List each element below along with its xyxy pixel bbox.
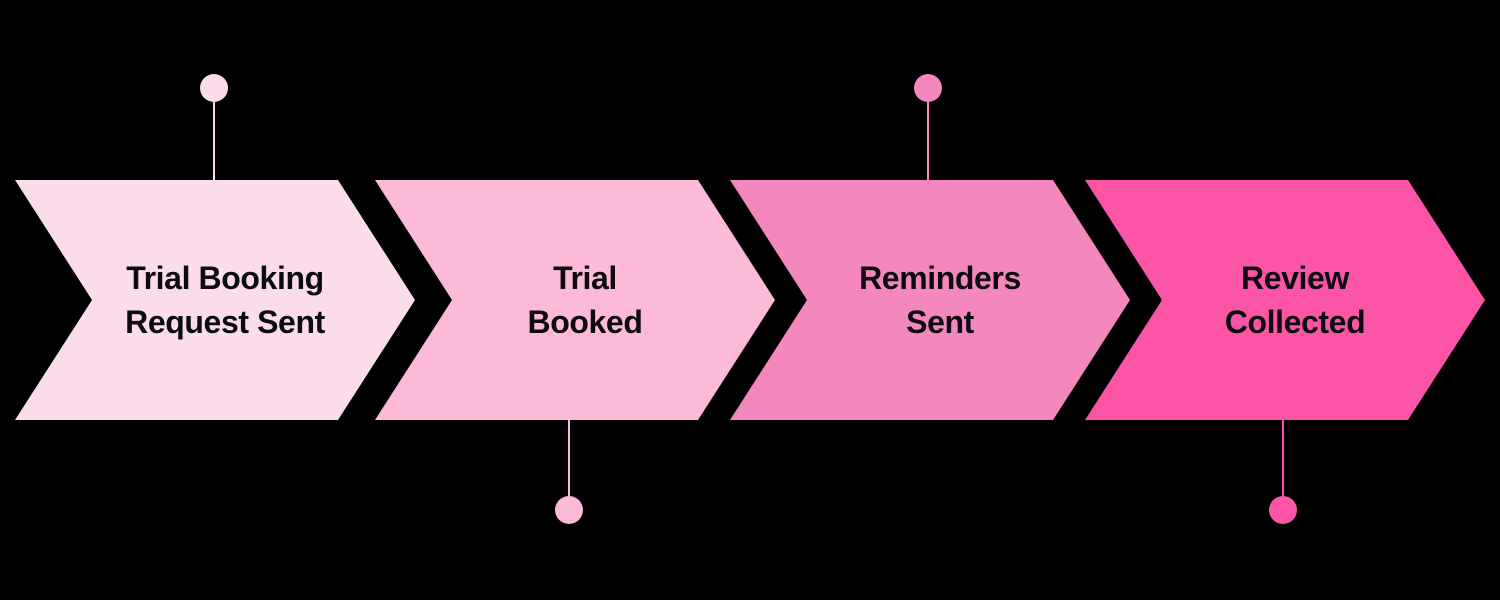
process-stage-3[interactable]: Reminders Sent: [730, 180, 1130, 420]
connector-stem: [568, 412, 570, 510]
process-stage-1[interactable]: Trial Booking Request Sent: [15, 180, 415, 420]
stage-connector-3: [908, 74, 948, 188]
chevron-shape: [375, 180, 775, 420]
connector-stem: [213, 88, 215, 188]
chevron-shape: [730, 180, 1130, 420]
connector-dot[interactable]: [914, 74, 942, 102]
process-stage-2[interactable]: Trial Booked: [375, 180, 775, 420]
chevron-shape: [15, 180, 415, 420]
connector-dot[interactable]: [200, 74, 228, 102]
connector-stem: [1282, 412, 1284, 510]
connector-dot[interactable]: [1269, 496, 1297, 524]
chevron-shape: [1085, 180, 1485, 420]
stage-connector-1: [194, 74, 234, 188]
stage-connector-4: [1263, 412, 1303, 524]
connector-stem: [927, 88, 929, 188]
connector-dot[interactable]: [555, 496, 583, 524]
stage-connector-2: [549, 412, 589, 524]
process-stage-4[interactable]: Review Collected: [1085, 180, 1485, 420]
